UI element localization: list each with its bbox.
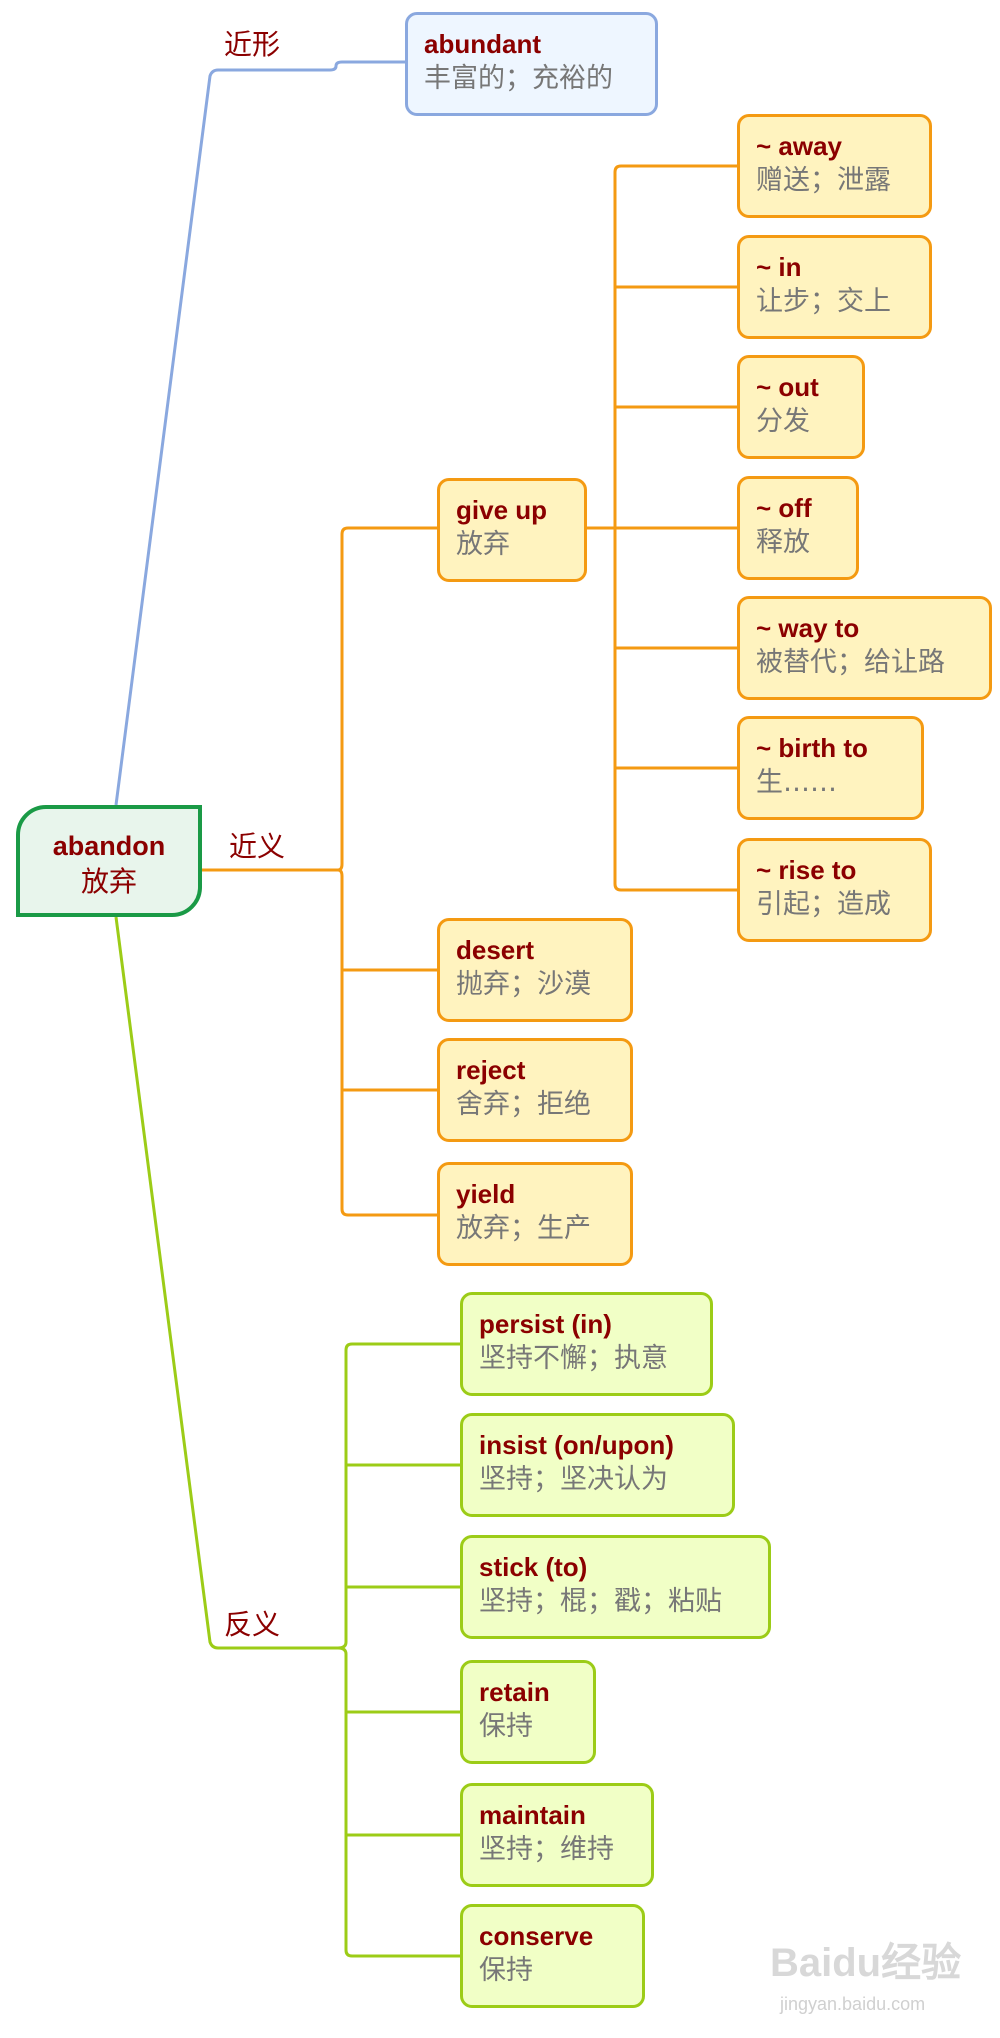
node-word: yield — [456, 1179, 516, 1209]
node-meaning: 赠送；泄露 — [756, 165, 891, 196]
node-word: ~ birth to — [756, 733, 868, 763]
node-conserve[interactable]: conserve 保持 — [460, 1904, 645, 2008]
node-give-way-to[interactable]: ~ way to 被替代；给让路 — [737, 596, 992, 700]
node-meaning: 丰富的；充裕的 — [424, 63, 613, 94]
node-word: reject — [456, 1055, 526, 1085]
node-meaning: 被替代；给让路 — [756, 647, 945, 678]
node-give-up[interactable]: give up 放弃 — [437, 478, 587, 582]
node-word: ~ away — [756, 131, 843, 161]
node-reject[interactable]: reject 舍弃；拒绝 — [437, 1038, 633, 1142]
node-meaning: 坚持不懈；执意 — [479, 1343, 668, 1374]
node-word: abundant — [424, 29, 541, 59]
node-meaning: 释放 — [756, 527, 810, 558]
node-give-in[interactable]: ~ in 让步；交上 — [737, 235, 932, 339]
node-give-off[interactable]: ~ off 释放 — [737, 476, 859, 580]
node-meaning: 让步；交上 — [756, 286, 891, 317]
node-give-out[interactable]: ~ out 分发 — [737, 355, 865, 459]
node-maintain[interactable]: maintain 坚持；维持 — [460, 1783, 654, 1887]
node-meaning: 放弃；生产 — [456, 1213, 591, 1244]
node-meaning: 保持 — [479, 1711, 533, 1742]
branch-label-similar-form: 近形 — [224, 28, 281, 61]
watermark-logo: Baidu经验 — [770, 1941, 962, 1985]
node-give-birth-to[interactable]: ~ birth to 生…… — [737, 716, 924, 820]
node-meaning: 抛弃；沙漠 — [456, 969, 591, 1000]
node-abundant[interactable]: abundant 丰富的；充裕的 — [405, 12, 658, 116]
synonyms-trunk-lower — [337, 868, 437, 1217]
node-word: retain — [479, 1677, 550, 1707]
node-word: desert — [456, 935, 535, 965]
node-word: stick (to) — [479, 1552, 588, 1582]
connector-similar-form — [114, 60, 405, 806]
node-word: give up — [456, 495, 548, 525]
node-meaning: 舍弃；拒绝 — [456, 1089, 591, 1120]
node-meaning: 保持 — [479, 1955, 533, 1986]
node-word: persist (in) — [479, 1309, 612, 1339]
node-word: ~ in — [756, 252, 802, 282]
root-node[interactable]: abandon 放弃 — [16, 805, 202, 917]
node-meaning: 分发 — [756, 406, 810, 437]
node-meaning: 坚持；棍；戳；粘贴 — [479, 1586, 722, 1617]
synonyms-trunk — [337, 526, 437, 872]
root-meaning: 放弃 — [80, 865, 137, 898]
node-meaning: 坚持；维持 — [479, 1834, 614, 1865]
node-word: ~ rise to — [756, 855, 857, 885]
node-meaning: 放弃 — [456, 529, 510, 560]
node-give-rise-to[interactable]: ~ rise to 引起；造成 — [737, 838, 932, 942]
watermark-url: jingyan.baidu.com — [780, 1994, 926, 2014]
node-yield[interactable]: yield 放弃；生产 — [437, 1162, 633, 1266]
node-give-away[interactable]: ~ away 赠送；泄露 — [737, 114, 932, 218]
node-persist[interactable]: persist (in) 坚持不懈；执意 — [460, 1292, 713, 1396]
node-word: ~ off — [756, 493, 812, 523]
node-meaning: 生…… — [756, 767, 837, 798]
node-word: ~ out — [756, 372, 819, 402]
node-insist[interactable]: insist (on/upon) 坚持；坚决认为 — [460, 1413, 735, 1517]
node-meaning: 坚持；坚决认为 — [479, 1464, 668, 1495]
node-desert[interactable]: desert 抛弃；沙漠 — [437, 918, 633, 1022]
branch-label-antonyms: 反义 — [224, 1608, 281, 1641]
node-word: insist (on/upon) — [479, 1430, 674, 1460]
connector-antonyms — [114, 916, 338, 1650]
node-retain[interactable]: retain 保持 — [460, 1660, 596, 1764]
antonyms-trunk — [337, 1342, 460, 1650]
node-word: conserve — [479, 1921, 594, 1951]
node-word: ~ way to — [756, 613, 860, 643]
node-word: maintain — [479, 1800, 586, 1830]
node-meaning: 引起；造成 — [756, 889, 891, 920]
branch-label-synonyms: 近义 — [229, 830, 286, 863]
node-stick[interactable]: stick (to) 坚持；棍；戳；粘贴 — [460, 1535, 771, 1639]
root-word: abandon — [52, 831, 166, 861]
